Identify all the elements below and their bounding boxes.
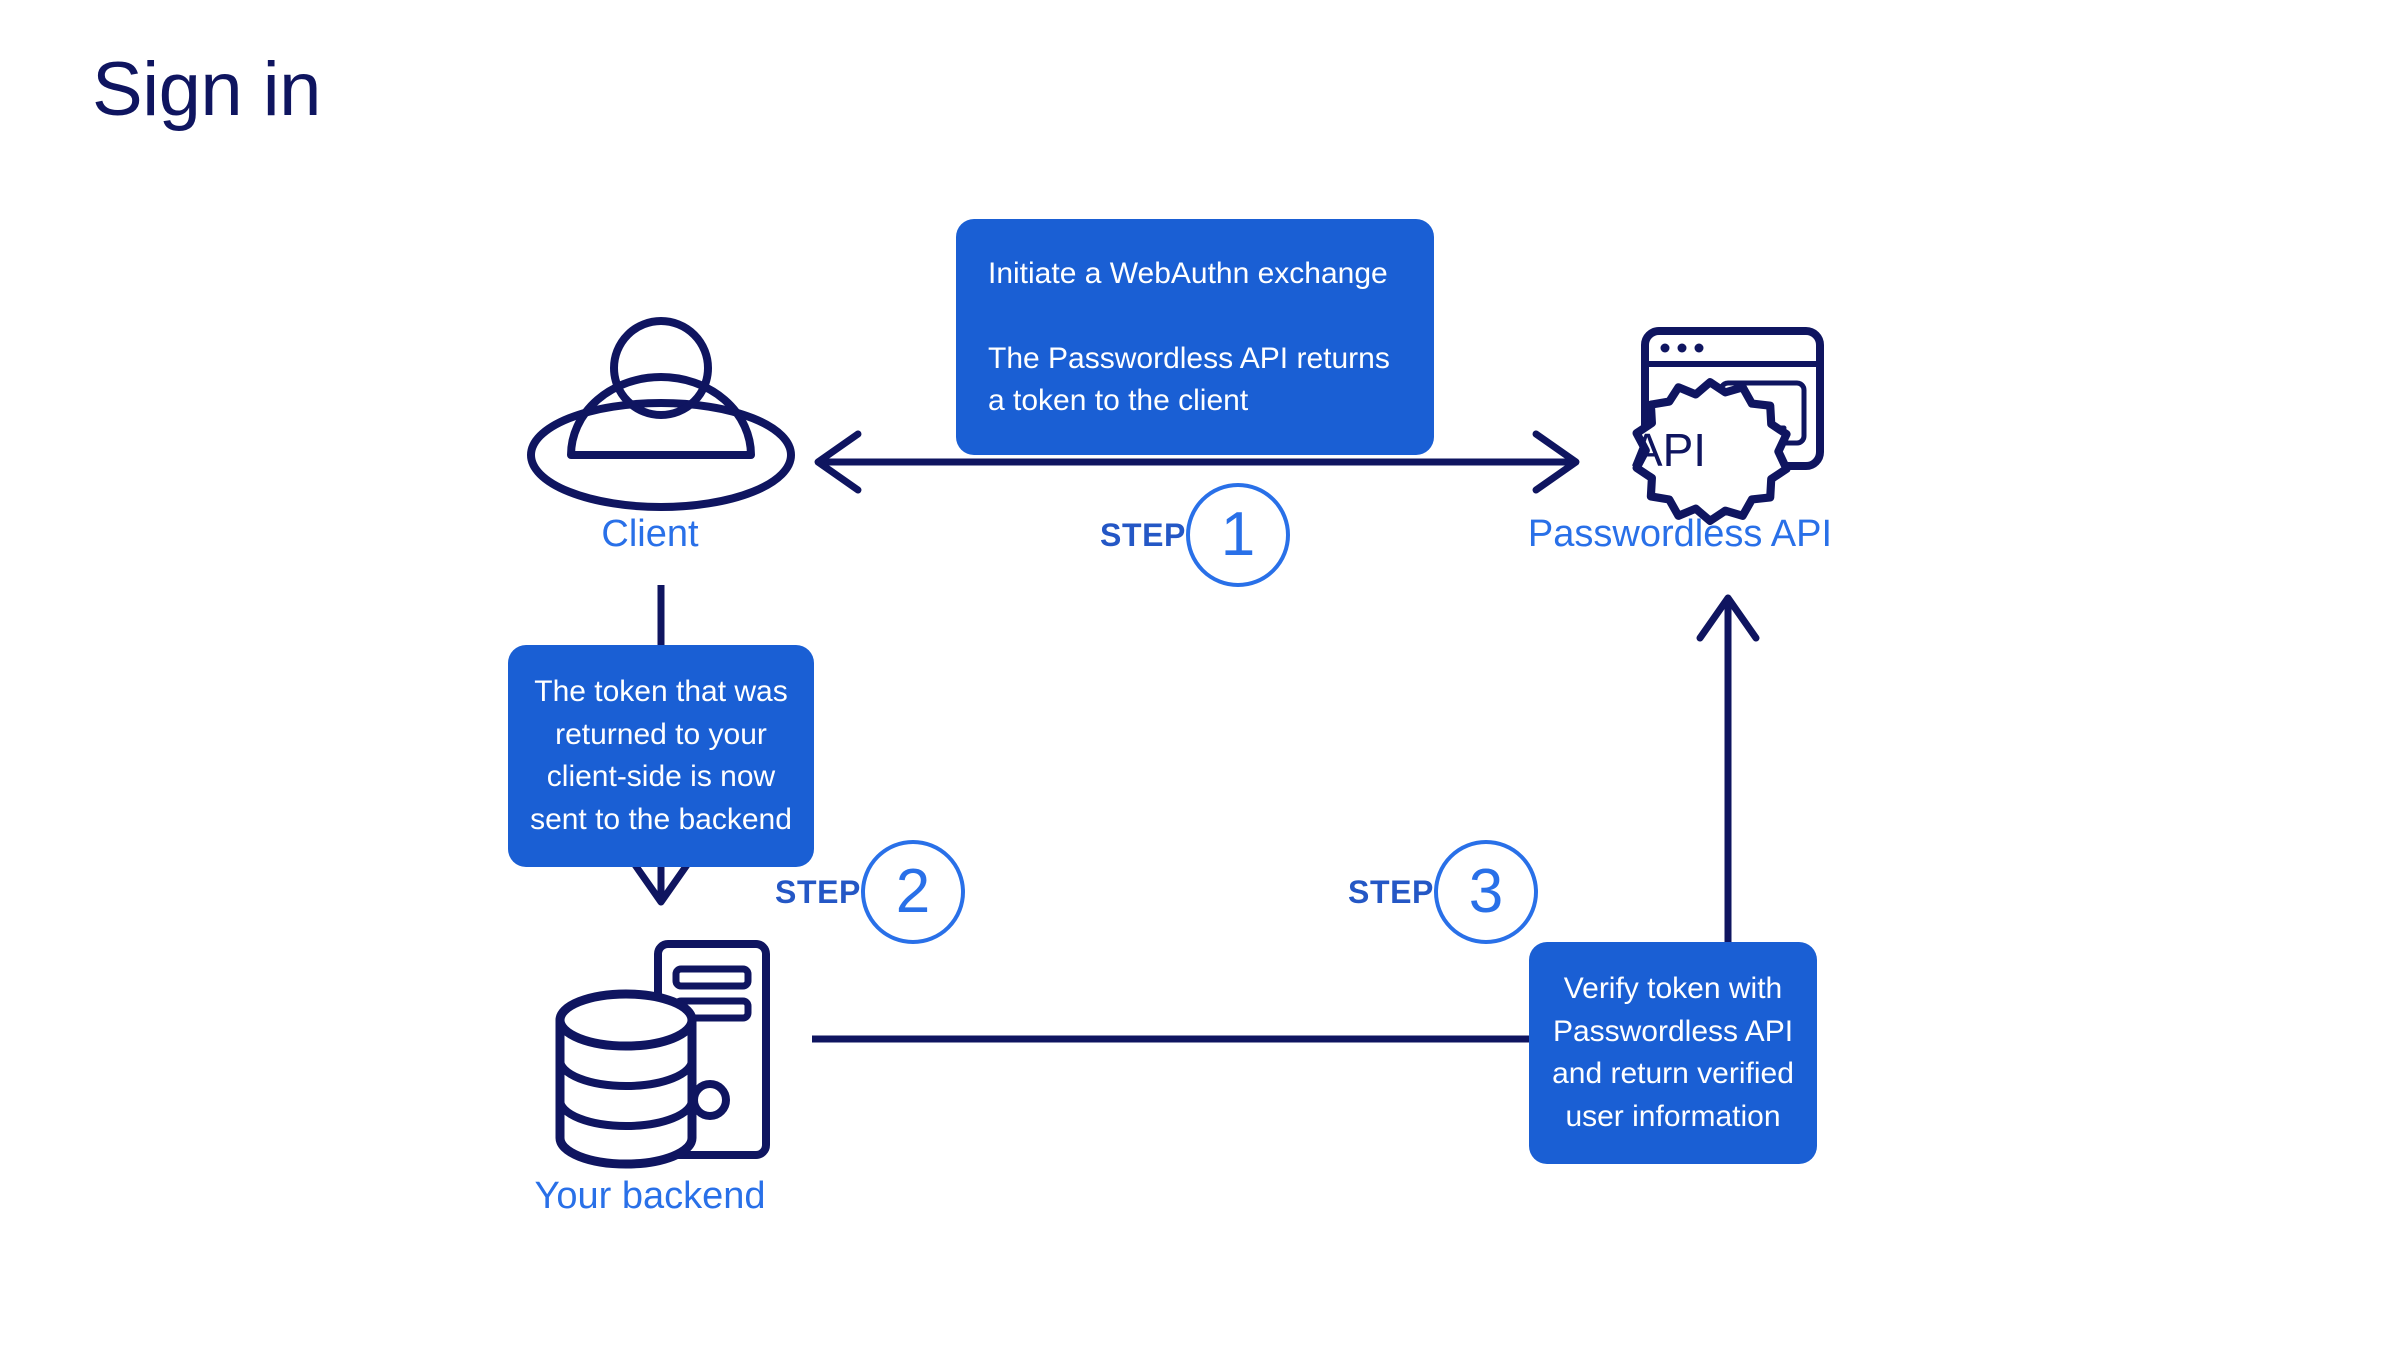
step-1-circle (1186, 483, 1290, 587)
step-2-circle (861, 840, 965, 944)
step-1-word: STEP (1100, 517, 1186, 553)
step-3-word: STEP (1348, 874, 1434, 910)
step-3-circle (1434, 840, 1538, 944)
step-3-number: 3 (1468, 857, 1504, 926)
callout-verify-token: Verify token with Passwordless API and r… (1529, 942, 1817, 1165)
client-api-bidirectional-arrow (814, 430, 1580, 494)
user-avatar-icon (527, 317, 795, 511)
callout-1-line-2: The Passwordless API returns a token to … (988, 341, 1390, 418)
svg-text:API: API (1632, 424, 1706, 476)
step-badge-3: STEP 3 (1348, 840, 1598, 960)
page-title: Sign in (92, 47, 321, 132)
node-label-your-backend: Your backend (534, 1175, 766, 1217)
callout-initiate-webauthn: Initiate a WebAuthn exchange The Passwor… (956, 219, 1434, 455)
step-badge-2: STEP 2 (775, 840, 1025, 960)
step-2-number: 2 (895, 857, 931, 926)
step-badge-1: STEP 1 (1100, 483, 1350, 603)
callout-1-line-1: Initiate a WebAuthn exchange (988, 257, 1388, 290)
node-label-client: Client (601, 513, 699, 555)
callout-token-to-backend: The token that was returned to your clie… (508, 645, 814, 868)
server-database-icon (555, 940, 770, 1169)
api-gear-terminal-icon: API (1632, 327, 1824, 525)
step-2-word: STEP (775, 874, 861, 910)
verify-api-arrow (1696, 594, 1760, 945)
step-1-number: 1 (1220, 500, 1256, 569)
node-label-passwordless-api: Passwordless API (1527, 513, 1833, 555)
